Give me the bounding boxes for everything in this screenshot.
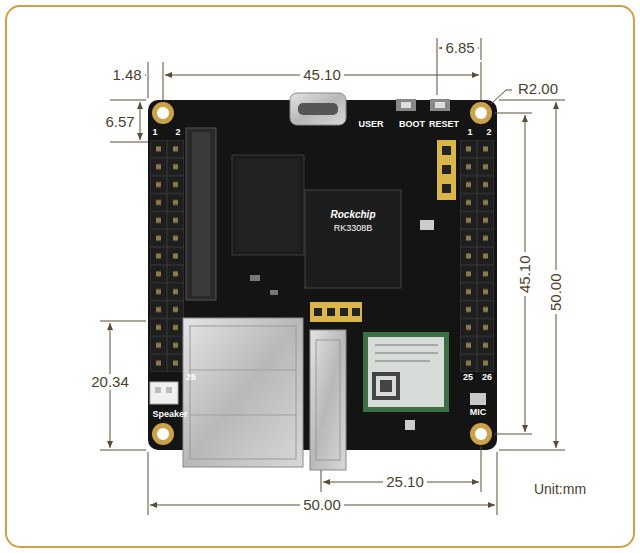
pin-number: 1	[152, 128, 157, 138]
dimension: R2.00	[515, 81, 561, 98]
chip-marking: RK3308B	[334, 224, 373, 234]
dimension: 25.10	[383, 474, 427, 491]
pin-number: 2	[486, 128, 491, 138]
unit-note: Unit:mm	[534, 482, 586, 497]
pin-number: 1	[467, 128, 472, 138]
silkscreen-label: USER	[358, 120, 383, 130]
dimension: 50.00	[300, 497, 344, 514]
dimension: 45.10	[517, 252, 534, 296]
silkscreen-label: RESET	[429, 120, 459, 130]
dimension: 6.85	[442, 40, 477, 57]
dimension: 45.10	[300, 67, 344, 84]
dimension: 6.57	[102, 114, 137, 131]
pin-number: 26	[482, 373, 492, 383]
pin-number: 26	[186, 373, 196, 383]
dimension: 20.34	[88, 374, 132, 391]
silkscreen-label: BOOT	[399, 120, 425, 130]
chip-brand: Rockchip	[330, 209, 375, 220]
silkscreen-label: MIC	[470, 408, 487, 418]
pin-number: 2	[175, 128, 180, 138]
silkscreen-label: Speaker	[152, 410, 187, 420]
dimension: 1.48	[109, 67, 144, 84]
dimension: 50.00	[548, 270, 565, 314]
pin-number: 25	[463, 373, 473, 383]
